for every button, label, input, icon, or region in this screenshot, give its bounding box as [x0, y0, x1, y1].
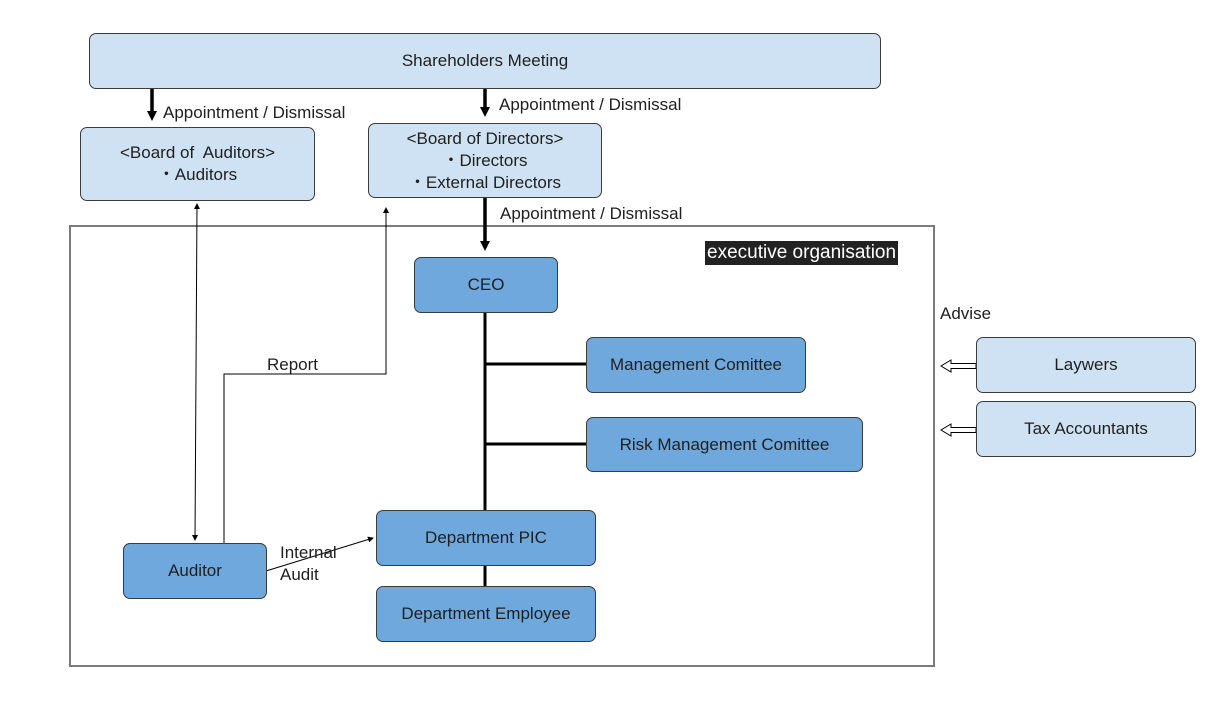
- ceo-label: CEO: [467, 275, 505, 294]
- risk-management-committee-box: Risk Management Comittee: [586, 417, 863, 472]
- appointment-dismissal-label: Appointment / Dismissal: [163, 103, 346, 122]
- department-pic-label: Department PIC: [425, 528, 547, 547]
- lawyers-label: Laywers: [1054, 355, 1118, 374]
- tax-accountants-box: Tax Accountants: [976, 401, 1196, 457]
- board-of-directors-item: ・Directors: [442, 150, 528, 170]
- executive-organisation-frame: [69, 225, 935, 667]
- appointment-dismissal-label: Appointment / Dismissal: [500, 204, 683, 223]
- auditor-box: Auditor: [123, 543, 267, 599]
- department-employee-box: Department Employee: [376, 586, 596, 642]
- board-of-auditors-box: <Board of Auditors> ・Auditors: [80, 127, 315, 201]
- internal-audit-label-line2: Audit: [280, 565, 319, 584]
- ceo-box: CEO: [414, 257, 558, 313]
- board-of-auditors-title: <Board of Auditors>: [120, 143, 275, 162]
- department-employee-label: Department Employee: [401, 604, 571, 623]
- auditor-label: Auditor: [168, 561, 222, 580]
- advise-arrow-tax: [940, 423, 977, 437]
- department-pic-box: Department PIC: [376, 510, 596, 566]
- internal-audit-label-line1: Internal: [280, 543, 337, 562]
- lawyers-box: Laywers: [976, 337, 1196, 393]
- advise-arrow-lawyers: [940, 359, 977, 373]
- shareholders-meeting-box: Shareholders Meeting: [89, 33, 881, 89]
- executive-organisation-label: executive organisation: [705, 241, 899, 265]
- shareholders-meeting-label: Shareholders Meeting: [401, 51, 569, 70]
- board-of-directors-box: <Board of Directors> ・Directors ・Externa…: [368, 123, 602, 198]
- risk-management-committee-label: Risk Management Comittee: [619, 434, 830, 454]
- tax-accountants-label: Tax Accountants: [1024, 419, 1148, 438]
- management-committee-box: Management Comittee: [586, 337, 806, 393]
- management-committee-label: Management Comittee: [610, 355, 782, 374]
- report-label: Report: [267, 355, 319, 374]
- appointment-dismissal-label: Appointment / Dismissal: [499, 95, 682, 114]
- board-of-directors-item: ・External Directors: [408, 172, 562, 192]
- arrow-report: [223, 207, 389, 544]
- advise-label: Advise: [940, 304, 992, 323]
- arrow-auditors-auditor: [192, 203, 200, 541]
- board-of-directors-title: <Board of Directors>: [406, 128, 564, 148]
- arrow-internal-audit: [265, 536, 374, 572]
- board-of-auditors-item: ・Auditors: [157, 165, 238, 184]
